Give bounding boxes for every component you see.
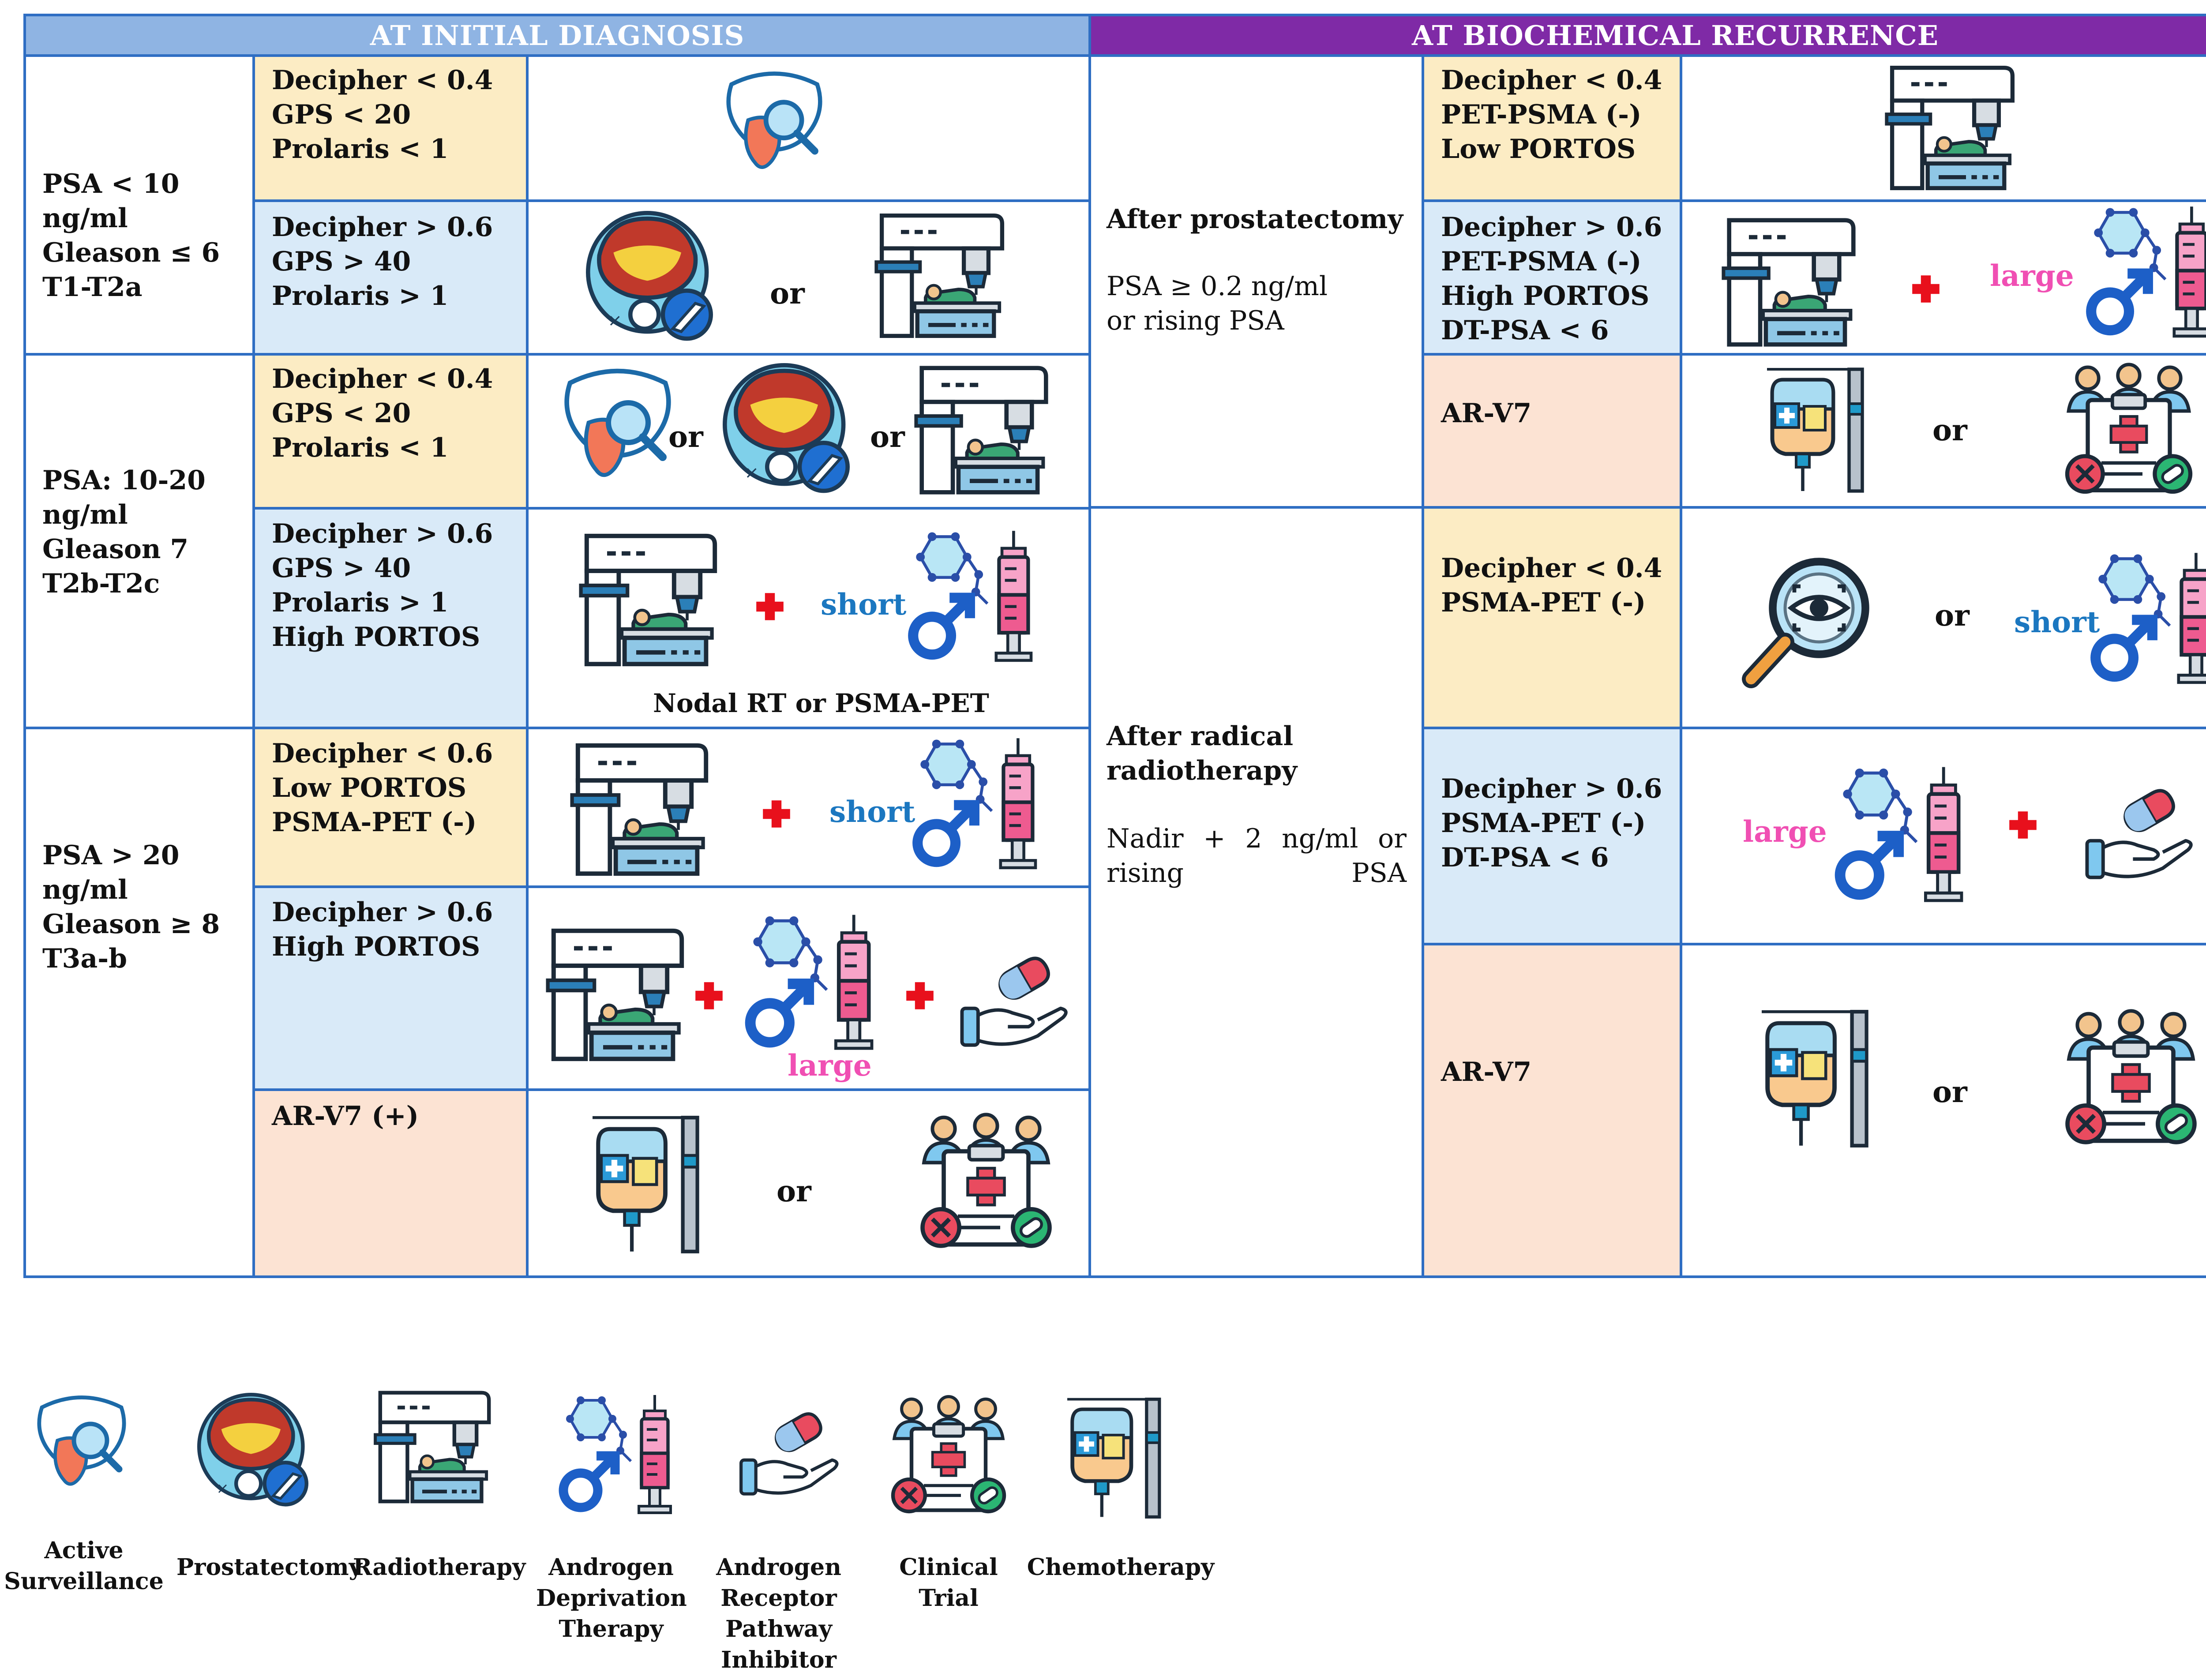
arpi-icon	[2082, 776, 2197, 891]
adt-icon	[552, 1390, 684, 1522]
adt-icon	[1827, 759, 1977, 913]
duration-short: short	[821, 587, 907, 622]
duration-large: large	[788, 1048, 872, 1083]
chemotherapy-icon	[1754, 364, 1886, 496]
connector-or: or	[668, 420, 703, 454]
eye-magnifier-icon	[1730, 549, 1884, 704]
radiotherapy-icon	[578, 527, 724, 673]
biomarker-text: Decipher < 0.4 GPS < 20 Prolaris < 1	[272, 65, 493, 165]
legend-label-adt: Androgen Deprivation Therapy	[536, 1554, 687, 1642]
adt-icon	[737, 909, 887, 1059]
clinical-trial-icon	[887, 1394, 1010, 1518]
biomarker-cell: Decipher < 0.4 PSMA-PET (-)	[1424, 509, 1680, 727]
clinical-trial-icon	[2060, 1008, 2202, 1149]
context-detail-after-radiotherapy: Nadir + 2 ng/ml or rising PSA	[1107, 823, 1407, 889]
group-label-low-risk: PSA < 10 ng/ml Gleason ≤ 6 T1-T2a	[42, 169, 220, 303]
duration-short: short	[829, 795, 915, 829]
biomarker-cell: AR-V7	[1424, 356, 1680, 506]
radiotherapy-icon	[1884, 60, 2021, 196]
biomarker-text: AR-V7	[1441, 1057, 1532, 1088]
biomarker-cell: Decipher > 0.6 PSMA-PET (-) DT-PSA < 6	[1424, 729, 1680, 943]
active-surveillance-icon	[26, 1390, 137, 1500]
biomarker-cell: Decipher > 0.6 PET-PSMA (-) High PORTOS …	[1424, 202, 1680, 353]
connector-or: or	[1932, 1075, 1967, 1109]
plus-icon	[1910, 274, 1941, 304]
context-title-after-radiotherapy: After radical radiotherapy	[1107, 721, 1298, 786]
plus-icon	[754, 591, 785, 622]
biomarker-cell: Decipher < 0.4 GPS < 20 Prolaris < 1	[255, 57, 526, 199]
connector-or: or	[1935, 598, 1970, 633]
chemotherapy-icon	[1747, 1006, 1893, 1151]
active-surveillance-icon	[715, 65, 834, 184]
arpi-icon	[737, 1401, 843, 1507]
active-surveillance-icon	[552, 362, 684, 494]
biomarker-cell: Decipher > 0.6 GPS > 40 Prolaris > 1 Hig…	[255, 510, 526, 727]
biomarker-cell: Decipher < 0.4 PET-PSMA (-) Low PORTOS	[1424, 57, 1680, 199]
biomarker-text: Decipher > 0.6 PSMA-PET (-) DT-PSA < 6	[1441, 773, 1662, 873]
biomarker-text: Decipher > 0.6 GPS > 40 Prolaris > 1	[272, 212, 493, 311]
context-detail-after-prostatectomy: PSA ≥ 0.2 ng/ml or rising PSA	[1107, 271, 1328, 336]
arpi-icon	[957, 944, 1072, 1059]
connector-or: or	[770, 276, 805, 311]
group-label-high-risk: PSA > 20 ng/ml Gleason ≥ 8 T3a-b	[42, 840, 220, 974]
connector-or: or	[1932, 413, 1967, 447]
radiotherapy-icon	[373, 1385, 496, 1509]
prostatectomy-icon	[194, 1390, 318, 1513]
biomarker-text: Decipher < 0.4 PSMA-PET (-)	[1441, 553, 1662, 618]
plus-icon	[2007, 810, 2038, 840]
biomarker-text: Decipher > 0.6 GPS > 40 Prolaris > 1 Hig…	[272, 518, 493, 652]
biomarker-cell: AR-V7	[1424, 945, 1680, 1275]
biomarker-text: Decipher < 0.6 Low PORTOS PSMA-PET (-)	[272, 738, 493, 838]
biomarker-cell: Decipher < 0.4 GPS < 20 Prolaris < 1	[255, 356, 526, 507]
duration-short: short	[2014, 605, 2100, 639]
connector-or: or	[777, 1174, 811, 1208]
chemotherapy-icon	[578, 1112, 724, 1257]
biomarker-text: Decipher < 0.4 PET-PSMA (-) Low PORTOS	[1441, 65, 1662, 165]
adt-icon	[900, 525, 1046, 671]
plus-icon	[694, 980, 724, 1011]
radiotherapy-icon	[913, 360, 1054, 501]
biomarker-text: AR-V7	[1441, 398, 1532, 429]
duration-large: large	[1990, 259, 2074, 293]
clinical-trial-icon	[915, 1112, 1057, 1253]
plus-icon	[904, 980, 935, 1011]
legend-label-clinical-trial: Clinical Trial	[899, 1554, 998, 1612]
prostatectomy-icon	[582, 207, 724, 349]
nodal-rt-caption: Nodal RT or PSMA-PET	[653, 688, 989, 718]
legend-label-arpi: Androgen Receptor Pathway Inhibitor	[716, 1554, 841, 1673]
biomarker-cell: Decipher < 0.6 Low PORTOS PSMA-PET (-)	[255, 729, 526, 885]
clinical-trial-icon	[2060, 362, 2197, 499]
radiotherapy-icon	[1721, 212, 1862, 353]
legend-label-prostatectomy: Prostatectomy	[176, 1554, 362, 1581]
legend-label-chemotherapy: Chemotherapy	[1027, 1554, 1215, 1581]
biomarker-cell: Decipher > 0.6 High PORTOS	[255, 888, 526, 1088]
biomarker-text: AR-V7 (+)	[272, 1101, 419, 1132]
duration-large: large	[1743, 814, 1827, 849]
biomarker-text: Decipher > 0.6 High PORTOS	[272, 897, 493, 962]
biomarker-text: Decipher < 0.4 GPS < 20 Prolaris < 1	[272, 364, 493, 463]
biomarker-text: Decipher > 0.6 PET-PSMA (-) High PORTOS …	[1441, 212, 1662, 346]
radiotherapy-icon	[545, 922, 690, 1068]
header-biochemical-recurrence: AT BIOCHEMICAL RECURRENCE	[1091, 16, 2206, 54]
biomarker-cell: AR-V7 (+)	[255, 1091, 526, 1275]
connector-or: or	[870, 420, 905, 454]
prostatectomy-icon	[719, 360, 860, 501]
group-label-intermediate-risk: PSA: 10-20 ng/ml Gleason 7 T2b-T2c	[42, 465, 206, 599]
chemotherapy-icon	[1054, 1394, 1182, 1522]
biomarker-cell: Decipher > 0.6 GPS > 40 Prolaris > 1	[255, 202, 526, 353]
radiotherapy-icon	[569, 737, 715, 882]
plus-icon	[761, 799, 792, 829]
radiotherapy-icon	[874, 207, 1010, 344]
header-initial-diagnosis: AT INITIAL DIAGNOSIS	[26, 16, 1088, 54]
adt-icon	[2082, 545, 2206, 695]
adt-icon	[904, 732, 1050, 878]
context-title-after-prostatectomy: After prostatectomy	[1107, 204, 1403, 235]
legend-label-radiotherapy: Radiotherapy	[353, 1554, 526, 1581]
legend-label-active-surveillance: Active Surveillance	[4, 1537, 164, 1595]
adt-icon	[2078, 199, 2206, 349]
